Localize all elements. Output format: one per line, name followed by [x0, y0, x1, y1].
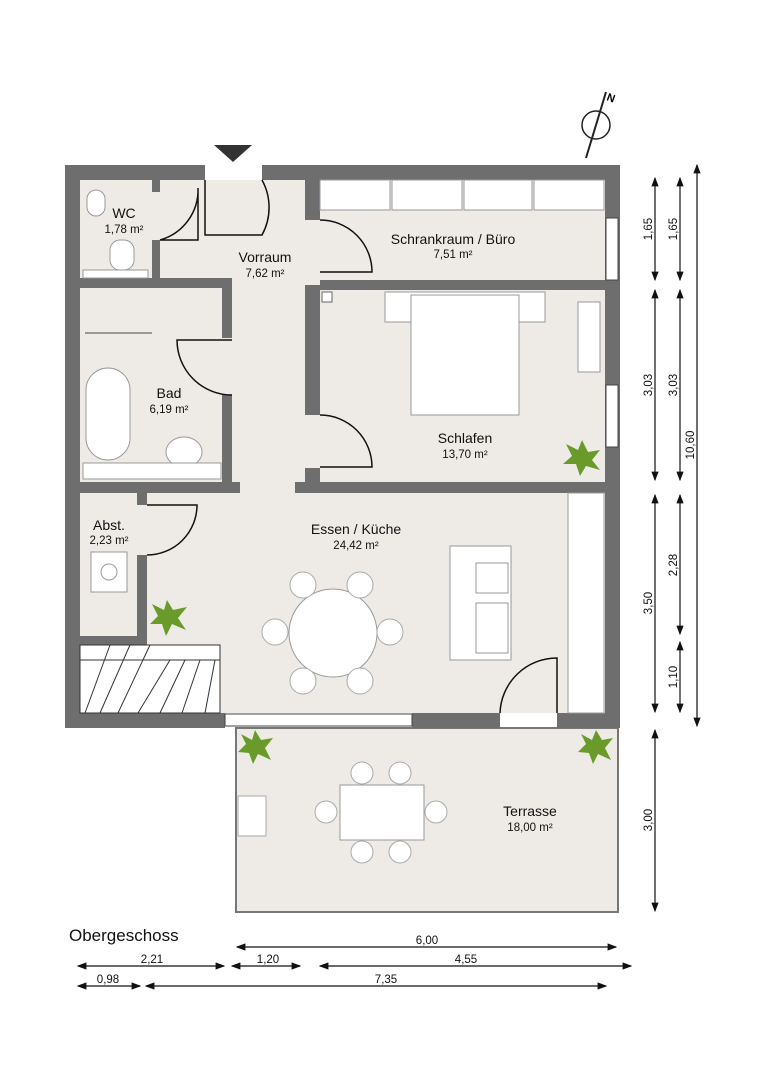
dimension-label: 2,28: [668, 554, 680, 576]
dimension-label: 2,21: [141, 954, 163, 966]
dimension-label: 4,55: [455, 954, 477, 966]
room-area: 7,51 m²: [434, 249, 473, 261]
dimension-label: 1,10: [668, 666, 680, 688]
dimension-label: 1,65: [643, 218, 655, 240]
dimension-label: 3,00: [643, 809, 655, 831]
dimension-label: 3,03: [643, 374, 655, 396]
dining-table: [288, 588, 378, 678]
washing-machine: [90, 551, 128, 593]
doors[interactable]: [146, 179, 558, 714]
room-area: 1,78 m²: [105, 224, 144, 236]
room-area: 2,23 m²: [90, 535, 129, 547]
room-name: Schlafen: [438, 430, 492, 446]
bathtub: [85, 367, 131, 461]
furniture: [79, 179, 605, 864]
dimension-label: 7,35: [375, 974, 397, 986]
dimension-label: 1,20: [257, 954, 279, 966]
room-name: Bad: [157, 385, 182, 401]
room-area: 24,42 m²: [333, 540, 379, 552]
dimension-label: 6,00: [416, 935, 438, 947]
room-labels: WC 1,78 m² Vorraum 7,62 m² Schrankraum / B…: [90, 205, 558, 834]
room-name: Abst.: [93, 517, 125, 533]
room-area: 7,62 m²: [246, 268, 285, 280]
right-dimensions: 1,65 1,65 3,03 3,03 10,60 3,50 2,28 1,10…: [643, 163, 701, 913]
room-name: WC: [112, 205, 135, 221]
room-name: Terrasse: [503, 803, 557, 819]
room-area: 6,19 m²: [150, 404, 189, 416]
plant-icons: [150, 440, 613, 764]
compass-label: N: [605, 92, 617, 106]
room-area: 18,00 m²: [507, 822, 553, 834]
windows: [224, 217, 619, 727]
room-area: 13,70 m²: [442, 449, 488, 461]
bed: [410, 294, 520, 416]
dimension-label: 1,65: [668, 218, 680, 240]
dimension-label: 3,50: [643, 592, 655, 614]
room-name: Schrankraum / Büro: [391, 231, 516, 247]
dimension-label: 0,98: [97, 974, 119, 986]
bottom-dimensions: 6,00 2,21 1,20 4,55 0,98 7,35: [76, 935, 633, 990]
entrance-arrow-icon: [214, 145, 252, 162]
dimension-label: 3,03: [668, 374, 680, 396]
compass-icon: N: [581, 92, 617, 159]
dimension-label: 10,60: [685, 431, 697, 460]
walls: [65, 165, 620, 728]
room-name: Vorraum: [239, 249, 292, 265]
room-name: Essen / Küche: [311, 521, 401, 537]
terrace-floor: [235, 727, 619, 913]
plan-title: Obergeschoss: [69, 926, 179, 945]
